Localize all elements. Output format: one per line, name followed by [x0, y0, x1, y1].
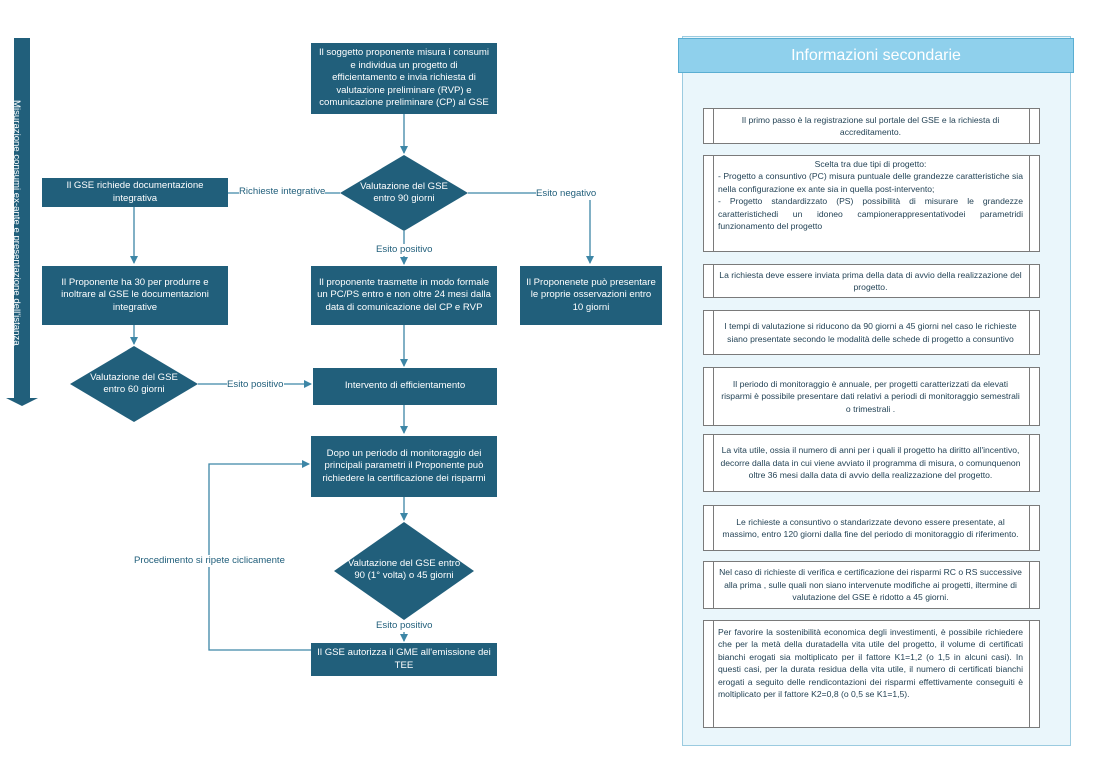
info-item: I tempi di valutazione si riducono da 90…: [703, 310, 1040, 355]
diamond-1-shape: [340, 155, 468, 231]
decision-2: Valutazione del GSE entro 60 giorni: [90, 371, 178, 395]
label-richieste: Richieste integrative: [239, 186, 326, 198]
info-item: Per favorire la sostenibilità economica …: [703, 620, 1040, 728]
info-item: Nel caso di richieste di verifica e cert…: [703, 561, 1040, 609]
info-item-project-types: Scelta tra due tipi di progetto: - Proge…: [703, 155, 1040, 252]
info-line: Scelta tra due tipi di progetto:: [814, 159, 927, 169]
info-item: La vita utile, ossia il numero di anni p…: [703, 434, 1040, 492]
diamond-3-shape: [334, 522, 474, 620]
panel-title: Informazioni secondarie: [678, 38, 1074, 73]
info-line: - Progetto a consuntivo (PC) misura punt…: [718, 171, 1023, 194]
info-item: La richiesta deve essere inviata prima d…: [703, 264, 1040, 298]
start-node: Il soggetto proponente misura i consumi …: [311, 43, 497, 114]
gse-docs-node: Il GSE richiede documentazione integrati…: [42, 178, 228, 207]
info-line: - Progetto standardizzato (PS) possibili…: [718, 196, 1023, 232]
authorize-node: Il GSE autorizza il GME all'emissione de…: [311, 643, 497, 676]
label-ciclo: Procedimento si ripete ciclicamente: [134, 555, 285, 567]
info-item: Il periodo di monitoraggio è annuale, pe…: [703, 367, 1040, 426]
info-item: Le richieste a consuntivo o standarizzat…: [703, 505, 1040, 551]
label-positivo-3: Esito positivo: [376, 620, 433, 632]
intervention-node: Intervento di efficientamento: [313, 368, 497, 405]
label-negativo: Esito negativo: [536, 188, 597, 200]
diamond-2-shape: [70, 346, 198, 422]
side-label: Misurazione consumi ex-ante e presentazi…: [11, 100, 22, 346]
label-positivo-1: Esito positivo: [376, 244, 433, 256]
decision-1: Valutazione del GSE entro 90 giorni: [360, 180, 448, 204]
decision-3: Valutazione del GSE entro 90 (1° volta) …: [347, 557, 461, 581]
transmit-node: Il proponente trasmette in modo formale …: [311, 266, 497, 325]
info-item: Il primo passo è la registrazione sul po…: [703, 108, 1040, 144]
proponent-30-node: Il Proponente ha 30 per produrre e inolt…: [42, 266, 228, 325]
side-arrow-shape: [6, 38, 38, 406]
observations-node: Il Proponenete può presentare le proprie…: [520, 266, 662, 325]
label-positivo-2: Esito positivo: [227, 379, 284, 391]
monitoring-node: Dopo un periodo di monitoraggio dei prin…: [311, 436, 497, 497]
